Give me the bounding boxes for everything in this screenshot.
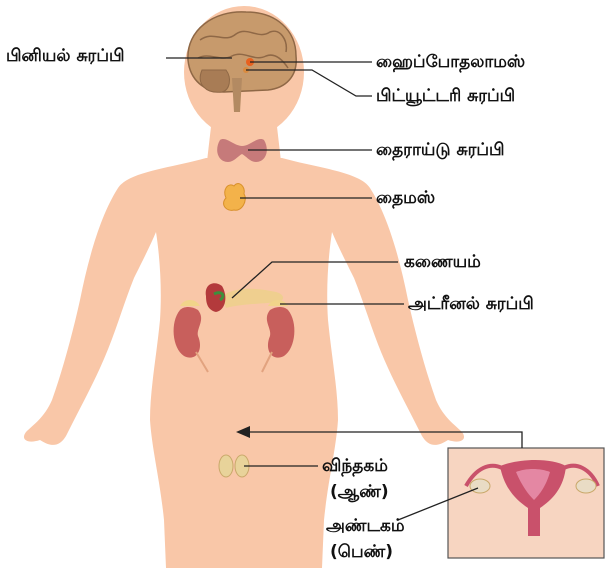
torso-arms-shape <box>24 158 464 568</box>
label-thymus: தைமஸ் <box>376 188 435 208</box>
label-testes: விந்தகம் <box>322 456 388 476</box>
label-pituitary-gland: பிட்யூட்டரி சுரப்பி <box>376 86 515 106</box>
label-ovary: அண்டகம் <box>326 516 405 536</box>
label-pineal-gland: பினியல் சுரப்பி <box>6 46 124 66</box>
female-reproductive-inset <box>448 448 604 558</box>
thymus-gland-shape <box>224 184 246 211</box>
label-pancreas: கணையம் <box>404 252 481 272</box>
label-ovary-sub: (பெண்) <box>330 542 393 562</box>
left-testis-shape <box>219 455 233 477</box>
label-hypothalamus: ஹைப்போதலாமஸ் <box>376 52 525 72</box>
right-ovary-shape <box>576 479 596 493</box>
label-adrenal-gland: அட்ரீனல் சுரப்பி <box>408 294 534 314</box>
label-thyroid-gland: தைராய்டு சுரப்பி <box>376 140 505 160</box>
label-testes-sub: (ஆண்) <box>330 482 389 502</box>
left-ovary-shape <box>470 479 490 493</box>
